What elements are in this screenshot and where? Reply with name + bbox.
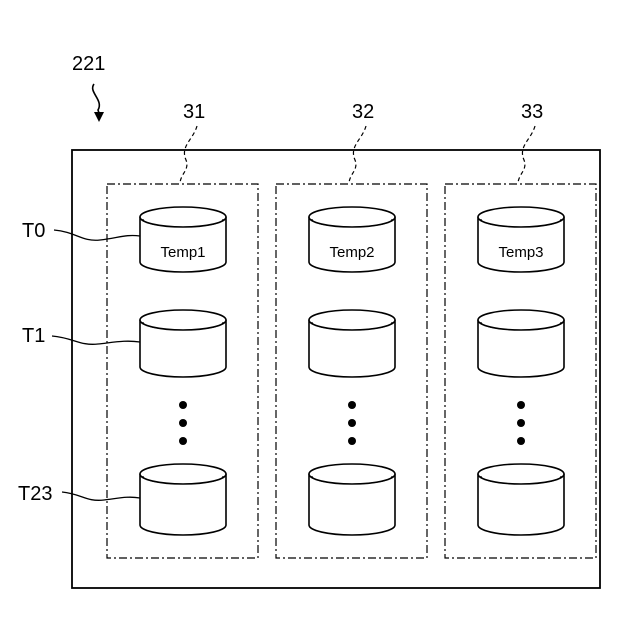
cylinder-col32-row0: Temp2: [309, 207, 395, 272]
cylinder-label-temp2: Temp2: [329, 244, 374, 261]
cylinder-col33-row1: [478, 310, 564, 377]
figure-ref-arrowhead: [94, 112, 104, 122]
cylinder-label-temp1: Temp1: [160, 244, 205, 261]
ellipsis-dots-col32: [348, 401, 356, 445]
figure-ref-label: 221: [72, 53, 105, 75]
cylinder-col31-row0: Temp1: [140, 207, 226, 272]
figure-ref-arrow: [93, 84, 100, 113]
cylinder-col31-row1: [140, 310, 226, 377]
row-label-t23: T23: [18, 483, 52, 505]
ellipsis-dots-col33: [517, 401, 525, 445]
cylinder-col32-row23: [309, 464, 395, 535]
cylinder-col31-row23: [140, 464, 226, 535]
ellipsis-dots-col31: [179, 401, 187, 445]
cylinder-col33-row23: [478, 464, 564, 535]
column-ref-31: 31: [183, 101, 205, 123]
row-leader-t1: [52, 336, 140, 344]
cylinder-label-temp3: Temp3: [498, 244, 543, 261]
cylinder-col33-row0: Temp3: [478, 207, 564, 272]
column-ref-32: 32: [352, 101, 374, 123]
column-leader-32: [349, 126, 366, 184]
row-label-t1: T1: [22, 325, 45, 347]
column-leader-33: [518, 126, 535, 184]
column-ref-33: 33: [521, 101, 543, 123]
row-label-t0: T0: [22, 220, 45, 242]
column-leader-31: [180, 126, 197, 184]
row-leader-t23: [62, 492, 140, 500]
row-leader-t0: [54, 230, 140, 240]
cylinder-col32-row1: [309, 310, 395, 377]
